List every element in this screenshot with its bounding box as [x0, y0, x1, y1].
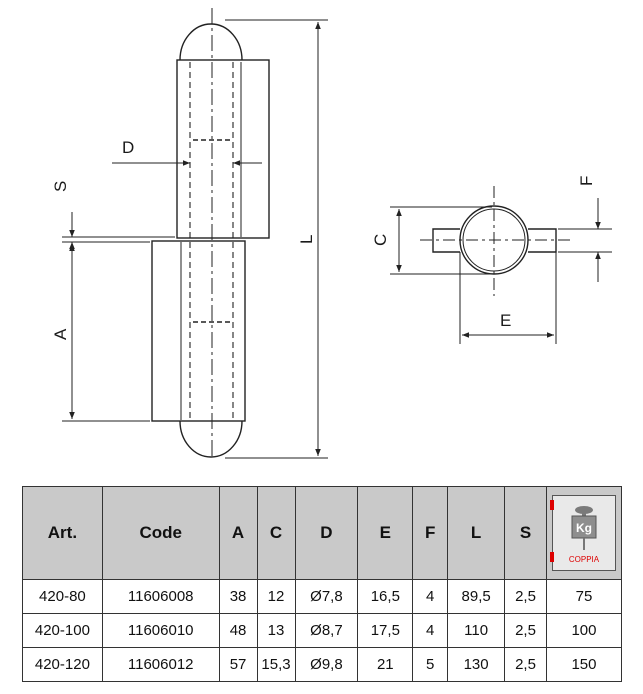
- cell-weight: 150: [545, 647, 623, 682]
- cell-f: 4: [412, 613, 449, 648]
- col-header-l: L: [447, 486, 506, 580]
- cell-c: 15,3: [256, 647, 296, 682]
- cell-c: 13: [256, 613, 296, 648]
- col-header-c: C: [256, 486, 296, 580]
- cell-a: 57: [218, 647, 258, 682]
- hinge-technical-drawing: D S A L C E: [51, 8, 612, 460]
- cell-c: 12: [256, 579, 296, 614]
- cell-e: 16,5: [357, 579, 414, 614]
- cell-a: 48: [218, 613, 258, 648]
- spec-table: Art. Code A C D E F L S Kg: [22, 486, 623, 682]
- cell-l: 89,5: [447, 579, 506, 614]
- cell-s: 2,5: [504, 579, 547, 614]
- cell-s: 2,5: [504, 613, 547, 648]
- hinge-side-view: [151, 8, 270, 460]
- dim-label-L: L: [297, 235, 316, 244]
- cell-art: 420-120: [22, 647, 103, 682]
- cell-f: 5: [412, 647, 449, 682]
- cell-s: 2,5: [504, 647, 547, 682]
- dim-label-A: A: [51, 328, 70, 340]
- col-header-art: Art.: [22, 486, 103, 580]
- cell-weight: 100: [545, 613, 623, 648]
- cell-f: 4: [412, 579, 449, 614]
- col-header-d: D: [294, 486, 359, 580]
- dim-label-E: E: [500, 311, 511, 330]
- dim-label-C: C: [371, 234, 390, 246]
- col-header-code: Code: [101, 486, 220, 580]
- table-header-row: Art. Code A C D E F L S Kg: [22, 486, 623, 580]
- weight-kg-icon: Kg COPPIA: [549, 495, 616, 571]
- cell-weight: 75: [545, 579, 623, 614]
- col-header-a: A: [218, 486, 258, 580]
- weight-kg-label: Kg: [576, 521, 592, 535]
- cell-d: Ø7,8: [294, 579, 359, 614]
- cell-l: 110: [447, 613, 506, 648]
- cell-code: 11606008: [101, 579, 220, 614]
- cell-art: 420-80: [22, 579, 103, 614]
- cell-code: 11606010: [101, 613, 220, 648]
- cell-art: 420-100: [22, 613, 103, 648]
- hinge-end-view: [420, 186, 570, 296]
- dim-label-D: D: [122, 138, 134, 157]
- dim-label-F: F: [577, 176, 596, 186]
- dim-label-S: S: [51, 181, 70, 192]
- cell-d: Ø8,7: [294, 613, 359, 648]
- cell-code: 11606012: [101, 647, 220, 682]
- cell-a: 38: [218, 579, 258, 614]
- cell-e: 17,5: [357, 613, 414, 648]
- coppia-brand-label: COPPIA: [568, 555, 600, 564]
- cell-d: Ø9,8: [294, 647, 359, 682]
- col-header-e: E: [357, 486, 414, 580]
- col-header-weight: Kg COPPIA: [545, 486, 623, 580]
- col-header-s: S: [504, 486, 547, 580]
- cell-l: 130: [447, 647, 506, 682]
- cell-e: 21: [357, 647, 414, 682]
- col-header-f: F: [412, 486, 449, 580]
